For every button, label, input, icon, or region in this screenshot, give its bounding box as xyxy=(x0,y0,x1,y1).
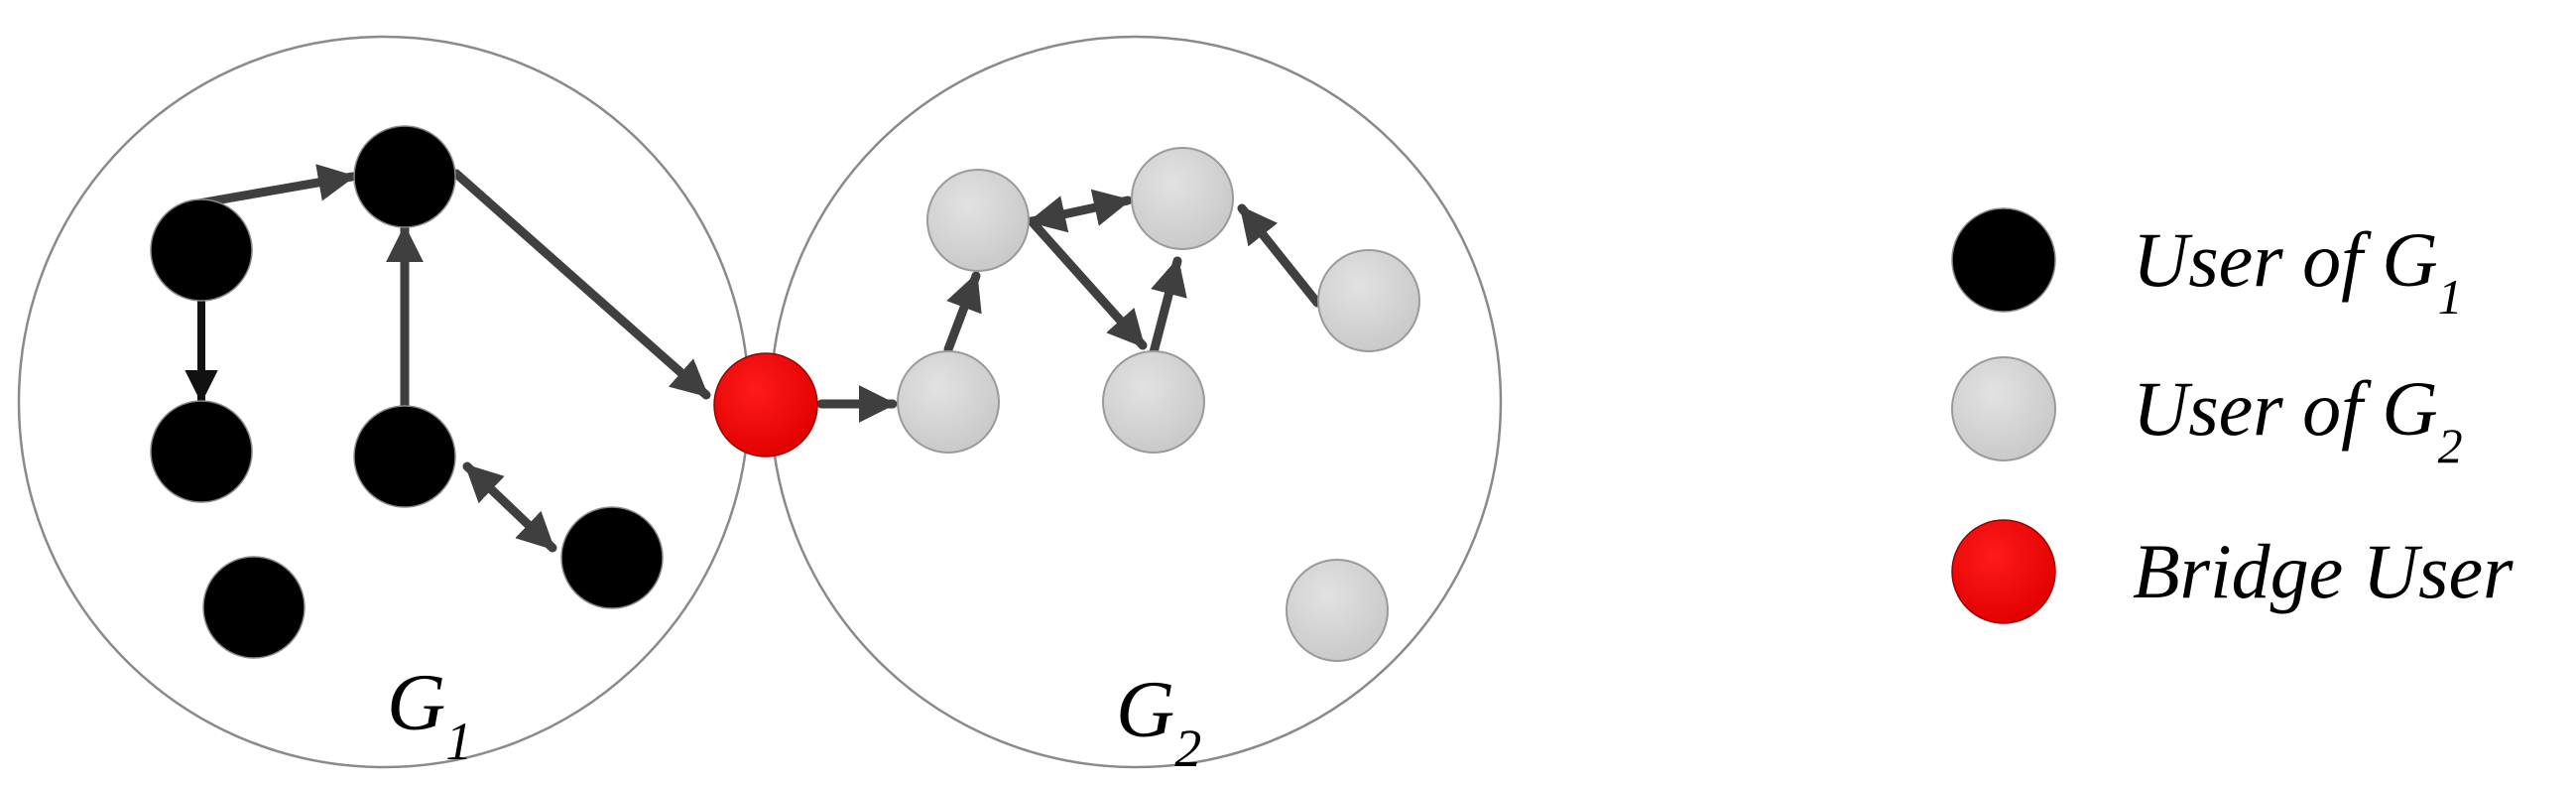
group-g2-label: G2 xyxy=(1116,664,1201,778)
edges xyxy=(184,164,1322,553)
legend-g2-user-label: User of G2 xyxy=(2133,365,2463,473)
g2-user-node xyxy=(926,169,1030,272)
legend-g2-user-swatch xyxy=(1951,356,2056,461)
legend: User of G1 User of G2 Bridge User xyxy=(1951,207,2514,624)
legend-bridge-user-label: Bridge User xyxy=(2133,528,2514,614)
edge xyxy=(943,271,982,354)
edge xyxy=(1027,189,1133,233)
group-g1-label: G1 xyxy=(387,657,472,771)
g2-user-node xyxy=(1131,147,1234,250)
g2-user-node xyxy=(1102,350,1205,454)
edge xyxy=(1027,216,1148,350)
edge xyxy=(1237,203,1322,308)
legend-g1-user-swatch xyxy=(1951,207,2056,313)
bridge-user-node xyxy=(713,352,818,458)
g2-user-node xyxy=(1317,249,1420,352)
g1-user-node xyxy=(202,556,306,659)
legend-g1-user-label: User of G1 xyxy=(2133,216,2463,325)
g1-user-node xyxy=(150,198,253,302)
g2-user-node xyxy=(1286,559,1389,662)
g1-user-node xyxy=(353,125,456,228)
g2-user-node xyxy=(897,350,1000,454)
edge xyxy=(451,169,711,400)
g1-users xyxy=(150,125,664,659)
edge xyxy=(193,164,357,208)
g2-users xyxy=(897,147,1420,662)
g1-user-node xyxy=(353,405,456,508)
edge xyxy=(462,461,557,553)
g1-user-node xyxy=(560,506,664,609)
g1-user-node xyxy=(150,400,253,503)
edge xyxy=(1149,256,1187,357)
legend-bridge-user-swatch xyxy=(1951,519,2056,624)
